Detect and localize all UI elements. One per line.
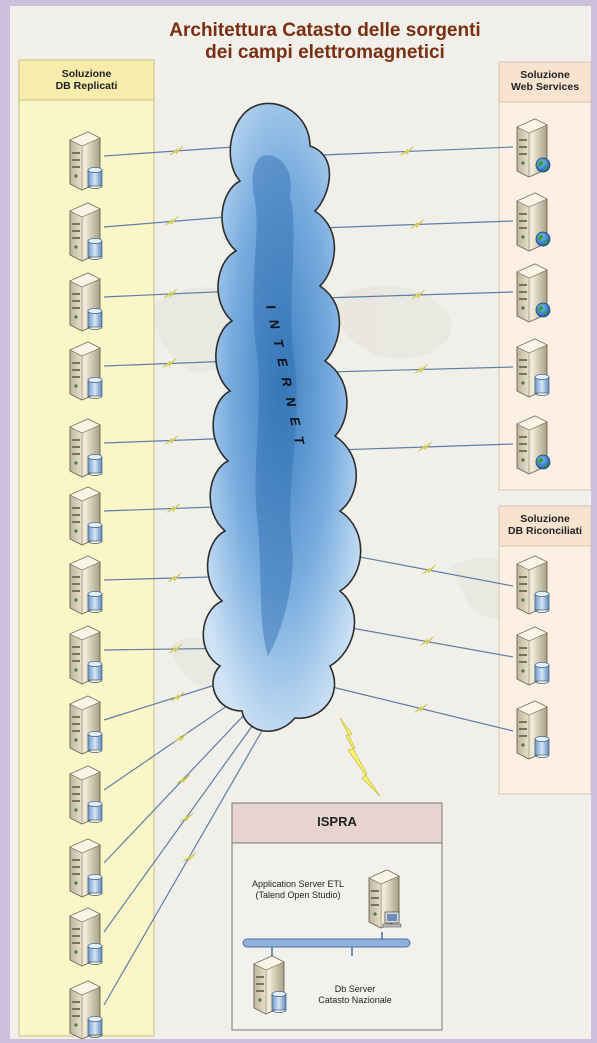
web-service-server-4 xyxy=(517,339,549,397)
web-service-server-1 xyxy=(517,119,550,177)
db-replicated-server-2 xyxy=(70,203,102,261)
web-panel-label: Soluzione Web Services xyxy=(499,69,591,93)
db-server-label-line-1: Db Server xyxy=(300,984,410,995)
reconciled-panel-label: Soluzione DB Riconciliati xyxy=(499,513,591,537)
app-server-label-line-1: Application Server ETL xyxy=(238,879,358,890)
db-server-label-line-2: Catasto Nazionale xyxy=(300,995,410,1006)
reconciled-panel-label-line-2: DB Riconciliati xyxy=(499,525,591,537)
web-service-server-5 xyxy=(517,416,550,474)
db-replicated-server-9 xyxy=(70,696,102,754)
db-reconciled-server-1 xyxy=(517,556,549,614)
web-panel-label-line-1: Soluzione xyxy=(499,69,591,81)
ispra-title: ISPRA xyxy=(232,814,442,829)
lightning-bolt xyxy=(171,692,184,701)
left-panel-label-line-1: Soluzione xyxy=(19,68,154,80)
ispra-db-server xyxy=(254,956,286,1014)
web-service-server-2 xyxy=(517,193,550,251)
diagram-title-line-2: dei campi elettromagnetici xyxy=(160,42,490,64)
reconciled-panel-label-line-1: Soluzione xyxy=(499,513,591,525)
db-replicated-server-6 xyxy=(70,487,102,545)
db-replicated-server-8 xyxy=(70,626,102,684)
db-replicated-server-1 xyxy=(70,132,102,190)
db-reconciled-server-3 xyxy=(517,701,549,759)
db-replicated-server-11 xyxy=(70,839,102,897)
diagram-title-line-1: Architettura Catasto delle sorgenti xyxy=(160,20,490,42)
lightning-bolt xyxy=(177,775,190,784)
app-server-label-line-2: (Talend Open Studio) xyxy=(238,890,358,901)
db-reconciled-server-2 xyxy=(517,627,549,685)
lightning-bolt xyxy=(180,813,193,822)
ispra-lightning xyxy=(340,718,380,796)
ispra-app-server xyxy=(369,870,401,928)
diagram-canvas: INTERNET Architettura Catasto delle sorg… xyxy=(10,6,591,1039)
web-panel-label-line-2: Web Services xyxy=(499,81,591,93)
network-bus xyxy=(243,939,410,947)
left-panel-label-line-2: DB Replicati xyxy=(19,80,154,92)
lightning-bolt xyxy=(174,733,187,742)
left-panel-label: Soluzione DB Replicati xyxy=(19,68,154,92)
web-service-server-3 xyxy=(517,264,550,322)
lightning-bolt xyxy=(183,853,196,862)
db-replicated-server-10 xyxy=(70,766,102,824)
db-replicated-server-3 xyxy=(70,273,102,331)
db-replicated-server-4 xyxy=(70,342,102,400)
db-replicated-server-12 xyxy=(70,908,102,966)
db-replicated-server-7 xyxy=(70,556,102,614)
db-replicated-server-5 xyxy=(70,419,102,477)
app-server-label: Application Server ETL (Talend Open Stud… xyxy=(238,879,358,901)
db-replicated-server-13 xyxy=(70,981,102,1039)
db-server-label: Db Server Catasto Nazionale xyxy=(300,984,410,1006)
internet-cloud xyxy=(203,103,360,731)
